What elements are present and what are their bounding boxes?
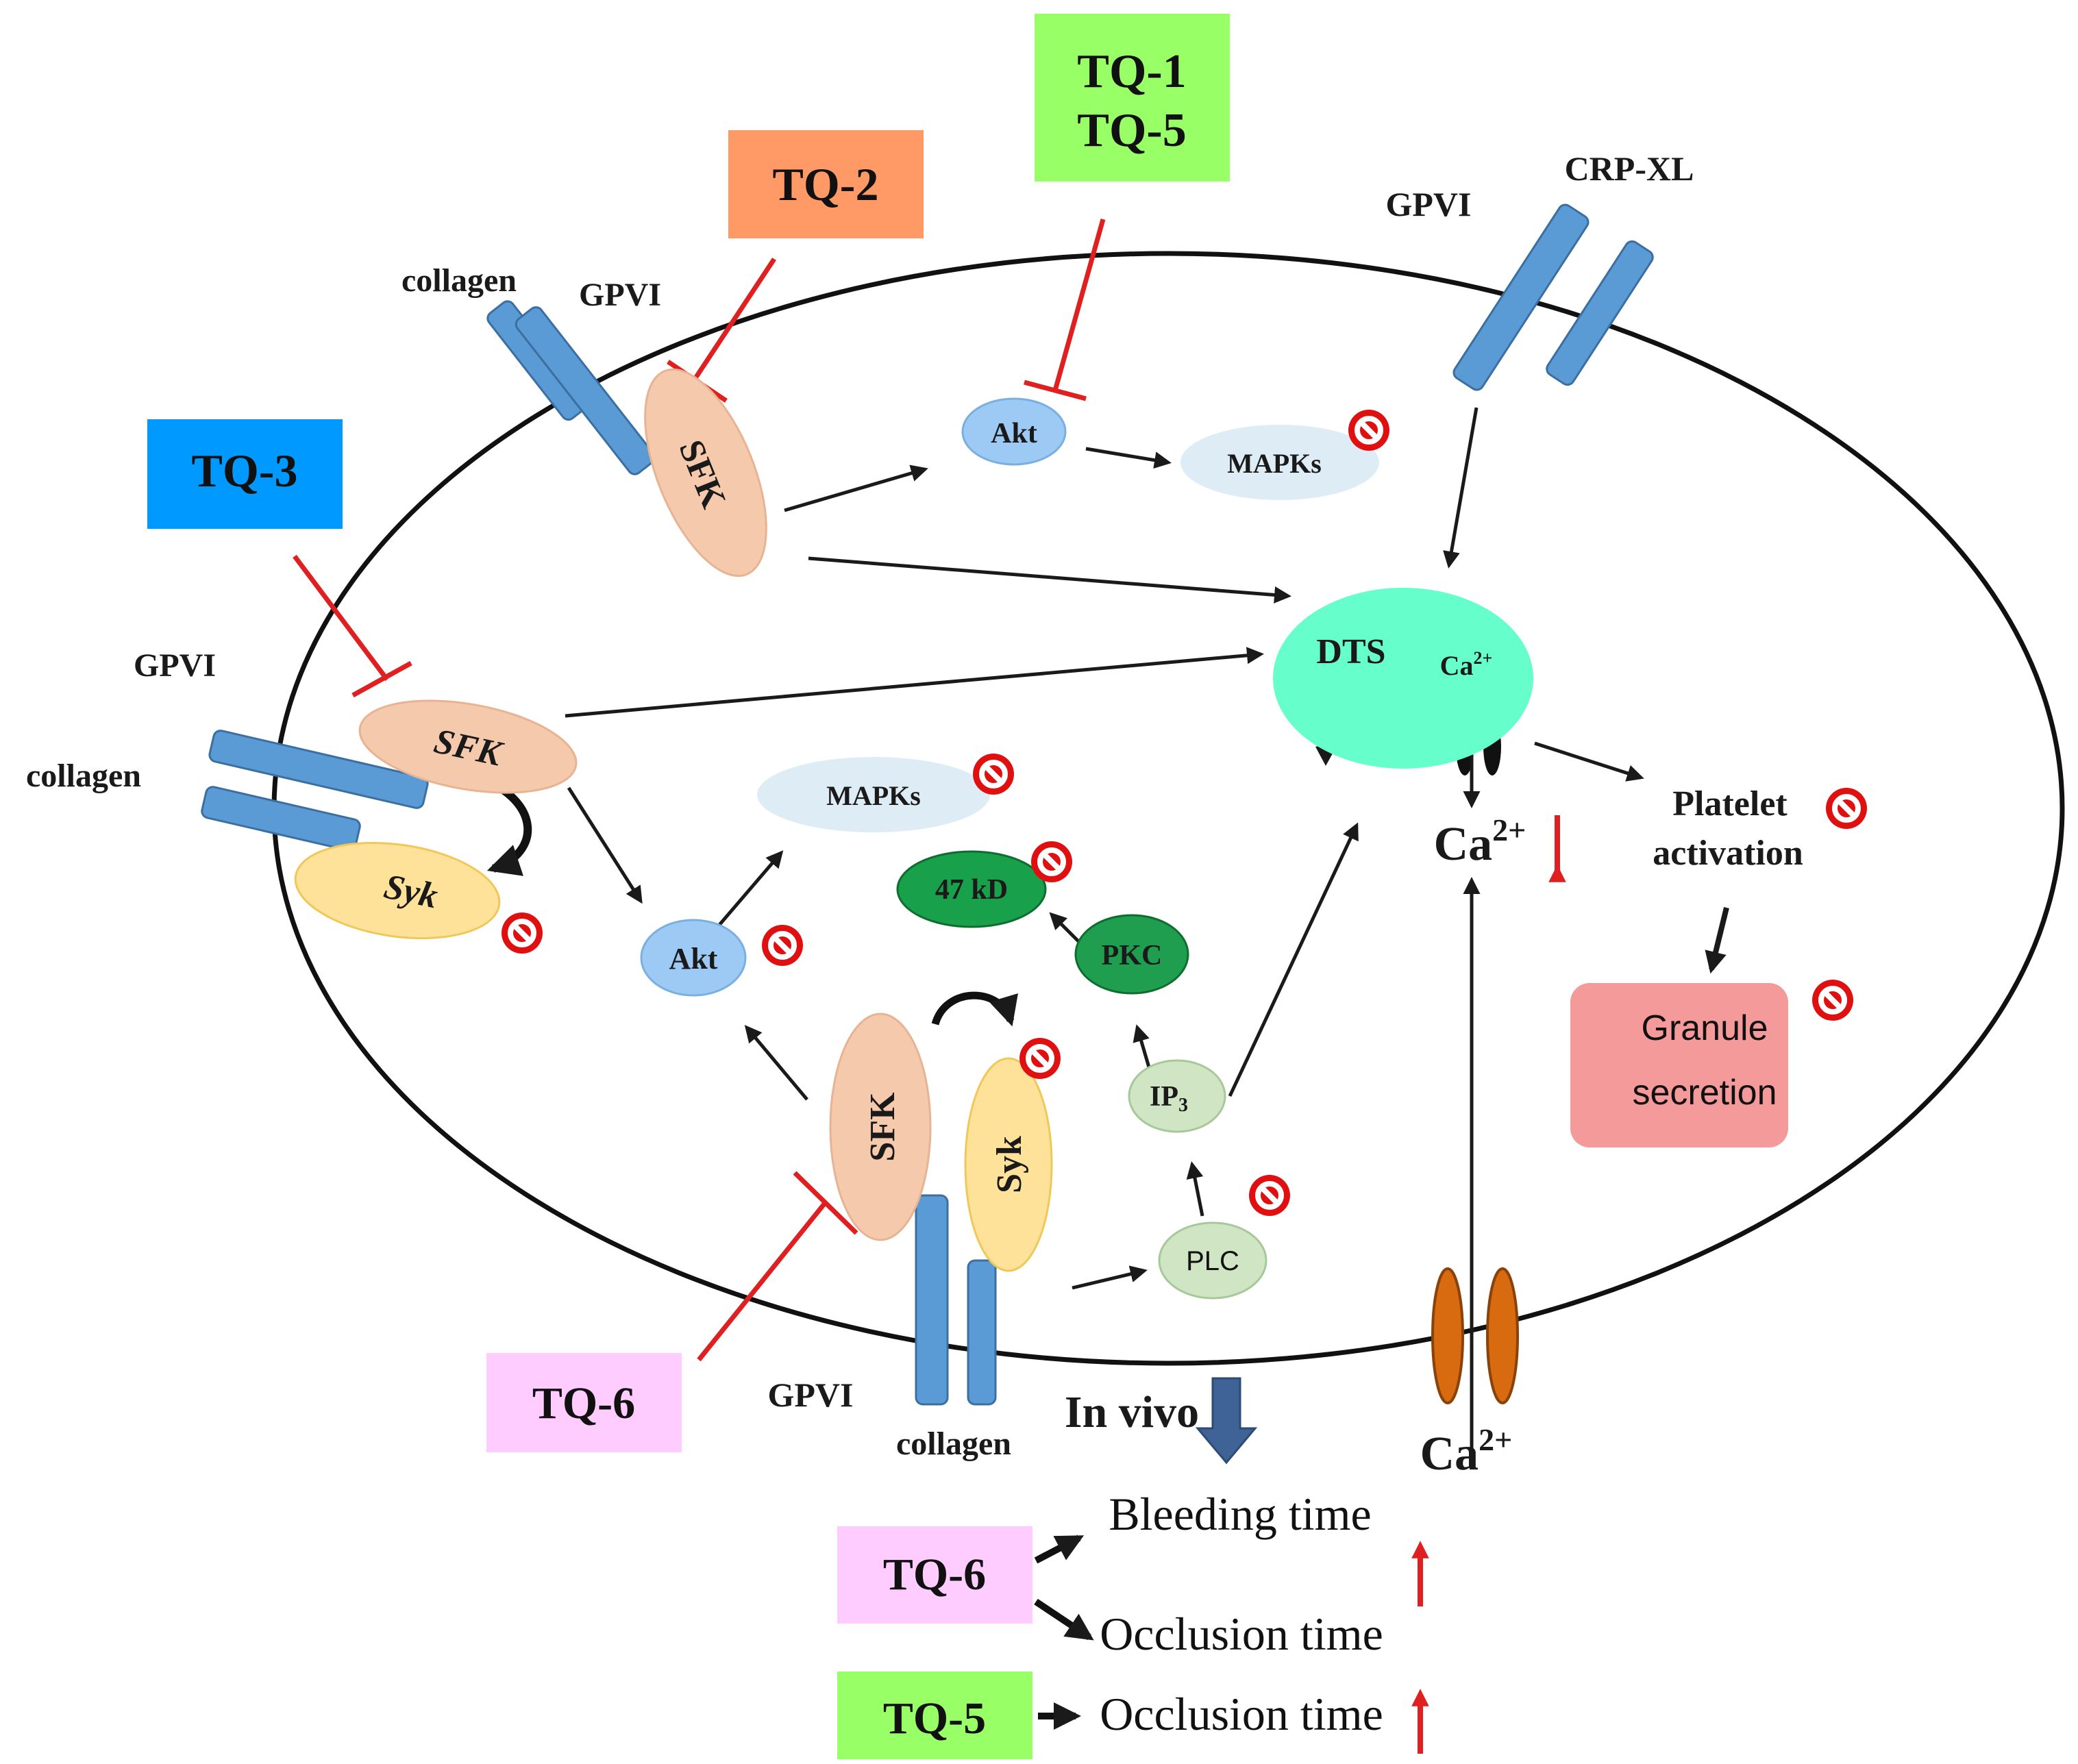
gpvi-receptor-left	[201, 730, 429, 852]
mapks-top: MAPKs	[1180, 425, 1379, 500]
syk-bottom: Syk	[964, 1057, 1053, 1272]
syk-left: Syk	[294, 841, 501, 940]
in-vivo-label: In vivo	[1065, 1387, 1199, 1437]
tq6-box-bottom: TQ-6	[837, 1526, 1032, 1624]
p47-label: 47 kD	[935, 874, 1008, 906]
granule-label-2: secretion	[1633, 1073, 1777, 1113]
tq2-box: TQ-2	[728, 130, 924, 238]
calcium-label-extracellular: Ca2+	[1420, 1422, 1513, 1480]
tq6-box-left: TQ-6	[486, 1353, 682, 1452]
pkc: PKC	[1074, 914, 1189, 995]
no-sign-granule-secretion	[1812, 980, 1853, 1021]
pkc-label: PKC	[1102, 940, 1163, 971]
ip3: IP3	[1128, 1059, 1226, 1133]
bleeding-time-label: Bleeding time	[1109, 1488, 1371, 1540]
dts-calcium-label: Ca2+	[1440, 648, 1493, 681]
no-sign-p47	[1031, 841, 1072, 882]
gpvi-label-left: GPVI	[134, 647, 216, 684]
collagen-label-left: collagen	[26, 758, 141, 794]
calcium-channel-membrane	[1431, 1267, 1519, 1404]
dts: DTS Ca2+	[1273, 588, 1533, 769]
syk-bottom-label: Syk	[990, 1136, 1029, 1193]
mapks-mid-label: MAPKs	[826, 780, 921, 811]
occlusion-time-label-2: Occlusion time	[1100, 1688, 1383, 1740]
increase-arrows	[1411, 815, 1566, 1754]
plc: PLC	[1158, 1221, 1267, 1300]
calcium-label-cytosol: Ca2+	[1434, 812, 1526, 871]
tq5-label: TQ-5	[1077, 104, 1186, 157]
akt-mid-label: Akt	[669, 942, 718, 976]
ip3-label: IP3	[1150, 1081, 1188, 1116]
gpvi-label-bottom: GPVI	[768, 1376, 854, 1414]
dts-label: DTS	[1316, 632, 1385, 671]
collagen-label-top: collagen	[401, 262, 517, 299]
plc-label: PLC	[1186, 1246, 1239, 1276]
no-sign-syk-bottom	[1019, 1038, 1061, 1079]
no-sign-platelet-activation	[1826, 788, 1867, 829]
activation-label: activation	[1653, 834, 1803, 873]
inhibitor-tq6-sfk	[697, 1171, 858, 1362]
sfk-bottom: SFK	[829, 1013, 932, 1241]
tq1-label: TQ-1	[1077, 45, 1186, 98]
p47-kd: 47 kD	[896, 850, 1047, 928]
sfk-left: SFK	[358, 699, 578, 794]
akt-mid: Akt	[640, 919, 747, 997]
signaling-arrows	[565, 407, 1729, 1452]
gpvi-label-crp: GPVI	[1386, 185, 1472, 223]
collagen-label-bottom: collagen	[896, 1426, 1011, 1462]
tq3-box: TQ-3	[147, 419, 343, 529]
in-vivo-arrow	[1195, 1377, 1258, 1465]
occlusion-time-label-1: Occlusion time	[1100, 1608, 1383, 1660]
granule-secretion-box: Granule secretion	[1570, 983, 1788, 1147]
sfk-top: SFK	[644, 368, 767, 577]
mapks-mid: MAPKs	[757, 757, 990, 832]
outcome-arrows	[1034, 1535, 1094, 1730]
inhibitor-tq1-tq5-akt	[1024, 219, 1106, 401]
crp-xl-label: CRP-XL	[1565, 149, 1694, 188]
akt-top: Akt	[961, 397, 1067, 466]
gpvi-receptor-top	[486, 300, 656, 475]
sfk-bottom-label: SFK	[863, 1092, 902, 1162]
akt-top-label: Akt	[991, 418, 1037, 449]
no-sign-mapks-mid	[973, 754, 1014, 795]
inhibitor-tq3-sfk	[293, 554, 412, 698]
mapks-top-label: MAPKs	[1227, 448, 1322, 479]
no-sign-akt-mid	[762, 925, 803, 966]
gpvi-receptor-crp	[1452, 203, 1654, 391]
no-sign-mapks-top	[1348, 410, 1389, 451]
no-sign-plc	[1249, 1175, 1290, 1216]
tq5-label-bottom: TQ-5	[883, 1693, 986, 1743]
gpvi-label-top: GPVI	[579, 277, 661, 313]
granule-label-1: Granule	[1642, 1008, 1768, 1048]
platelet-label: Platelet	[1672, 784, 1788, 823]
sfk-syk-curved-arrow-bottom	[931, 991, 1018, 1027]
tq1-tq5-box: TQ-1 TQ-5	[1035, 14, 1230, 182]
platelet-membrane	[271, 251, 2065, 1366]
tq5-box-bottom: TQ-5	[837, 1672, 1032, 1759]
tq2-label: TQ-2	[773, 158, 879, 210]
tq6-label-bottom: TQ-6	[883, 1550, 986, 1600]
no-sign-syk-left	[502, 912, 543, 954]
tq3-label: TQ-3	[192, 445, 298, 497]
gpvi-receptor-bottom	[915, 1194, 997, 1406]
tq6-label-left: TQ-6	[532, 1378, 635, 1428]
